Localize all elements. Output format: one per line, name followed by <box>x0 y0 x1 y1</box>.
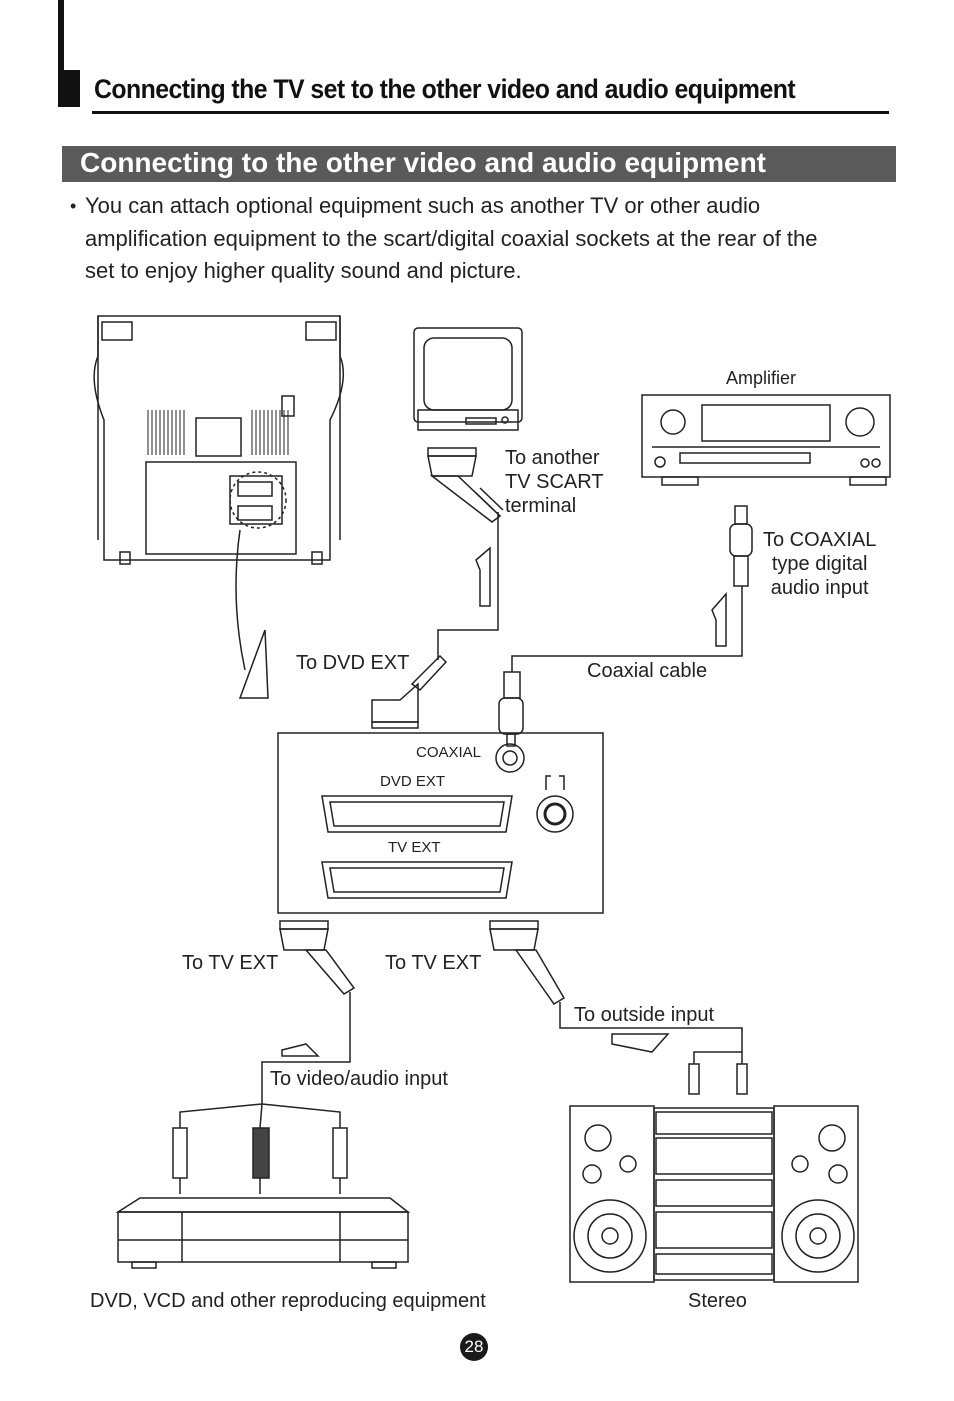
section-title-band <box>62 146 896 182</box>
label-to-coaxial-input: To COAXIAL type digital audio input <box>763 529 877 599</box>
coaxial-plug-bottom <box>498 671 524 747</box>
label-to-video-audio-input: To video/audio input <box>270 1068 448 1090</box>
tv-rear-illustration <box>93 315 345 699</box>
rca-cable-stereo <box>688 1051 748 1095</box>
label-to-tv-ext-right: To TV EXT <box>385 952 482 974</box>
cable-top-tv <box>437 512 499 660</box>
dvd-player-illustration <box>115 1197 411 1269</box>
coaxial-cable <box>511 586 743 672</box>
caption-dvd-equipment: DVD, VCD and other reproducing equipment <box>90 1290 486 1312</box>
section-title: Connecting to the other video and audio … <box>80 147 766 178</box>
page-number: 28 <box>464 1337 484 1356</box>
scart-plug-bottom-left <box>279 920 356 995</box>
scart-plug-dvd-ext <box>371 654 448 729</box>
cable-to-video-audio <box>261 992 351 1104</box>
page-header-title: Connecting the TV set to the other video… <box>94 74 796 104</box>
intro-paragraph: • You can attach optional equipment such… <box>70 190 830 288</box>
caption-stereo: Stereo <box>688 1290 747 1312</box>
label-amplifier: Amplifier <box>726 368 797 388</box>
rca-cable-split <box>172 1103 348 1194</box>
label-panel-dvd-ext: DVD EXT <box>380 773 446 790</box>
coaxial-plug-top <box>729 505 753 587</box>
label-to-outside-input: To outside input <box>574 1004 715 1026</box>
cable-to-stereo <box>559 1002 743 1052</box>
arrow-right-stereo <box>611 1033 670 1053</box>
arrow-up-tv <box>475 546 491 607</box>
header-rule <box>92 111 889 114</box>
label-to-tv-ext-left: To TV EXT <box>182 952 279 974</box>
intro-text: You can attach optional equipment such a… <box>85 193 818 283</box>
label-panel-coaxial: COAXIAL <box>416 744 482 761</box>
socket-panel <box>277 732 604 914</box>
header-side-bar <box>58 0 64 74</box>
label-to-another-tv: To another TV SCART terminal <box>505 447 604 517</box>
another-tv-illustration <box>413 327 523 431</box>
scart-plug-top <box>427 447 504 523</box>
stereo-illustration <box>569 1105 859 1283</box>
bullet-mark: • <box>70 196 77 216</box>
label-coaxial-cable: Coaxial cable <box>587 660 708 682</box>
page-number-badge <box>460 1333 488 1361</box>
scart-plug-bottom-right <box>489 920 566 1006</box>
amplifier-illustration <box>641 394 891 486</box>
label-to-dvd-ext: To DVD EXT <box>296 652 410 674</box>
header-marker-block <box>58 70 80 107</box>
arrow-up-coaxial <box>711 592 727 647</box>
label-panel-tv-ext: TV EXT <box>388 839 441 856</box>
arrow-left-video <box>281 1043 320 1057</box>
